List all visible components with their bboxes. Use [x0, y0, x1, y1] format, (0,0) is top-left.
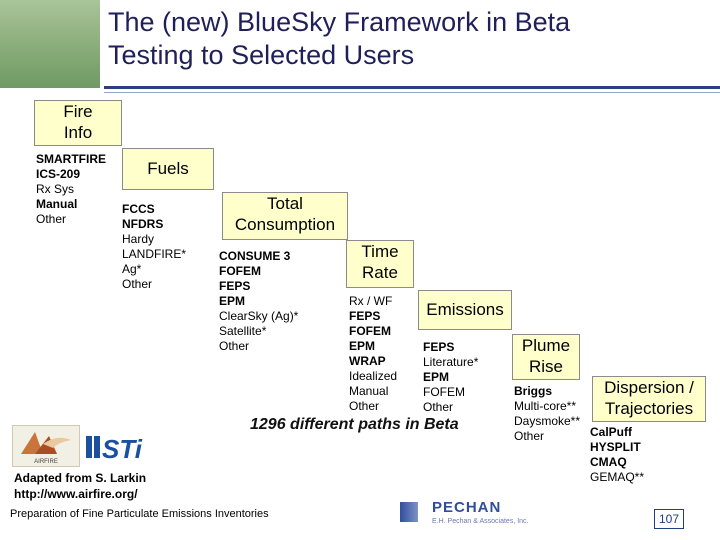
total-consumption-box: Total Consumption [222, 192, 348, 240]
emissions-item: Literature* [423, 355, 479, 369]
airfire-logo-text: AIRFIRE [34, 459, 58, 465]
emissions-item: FOFEM [423, 385, 465, 399]
dispersion-box: Dispersion / Trajectories [592, 376, 706, 422]
time-rate-list: Rx / WF FEPS FOFEM EPM WRAP Idealized Ma… [349, 294, 397, 414]
dispersion-item: HYSPLIT [590, 440, 641, 454]
emissions-item: EPM [423, 370, 450, 384]
fire-info-item: ICS-209 [36, 167, 81, 181]
time-rate-label-1: Time [361, 242, 399, 261]
footer-title: Preparation of Fine Particulate Emission… [10, 508, 269, 520]
title-line-1: The (new) BlueSky Framework in Beta [108, 7, 571, 37]
pechan-mark-icon [400, 502, 418, 522]
fire-info-item: Other [36, 212, 67, 226]
time-rate-item: Other [349, 399, 380, 413]
plume-rise-item: Daysmoke** [514, 414, 581, 428]
plume-rise-label-1: Plume [521, 336, 571, 355]
total-consumption-label-1: Total [267, 194, 303, 213]
fuels-box: Fuels [122, 148, 214, 190]
fire-info-label-2: Info [63, 123, 93, 142]
pechan-logo: PECHAN E.H. Pechan & Associates, Inc. [400, 498, 534, 530]
emissions-list: FEPS Literature* EPM FOFEM Other [423, 340, 478, 415]
consumption-item: FEPS [219, 279, 251, 293]
fire-info-label-1: Fire [63, 102, 93, 121]
plume-rise-item: Briggs [514, 384, 553, 398]
time-rate-box: Time Rate [346, 240, 414, 288]
time-rate-item: Rx / WF [349, 294, 393, 308]
plume-rise-list: Briggs Multi-core** Daysmoke** Other [514, 384, 580, 444]
dispersion-item: CMAQ [590, 455, 627, 469]
fuels-list: FCCS NFDRS Hardy LANDFIRE* Ag* Other [122, 202, 186, 292]
plume-rise-label-2: Rise [528, 357, 563, 376]
fire-info-item: Manual [36, 197, 78, 211]
plume-rise-box: Plume Rise [512, 334, 580, 380]
consumption-item: FOFEM [219, 264, 261, 278]
title-rule-thin [104, 92, 720, 93]
time-rate-item: EPM [349, 339, 376, 353]
credit-line-1: Adapted from S. Larkin [14, 471, 147, 485]
fuels-label: Fuels [147, 159, 189, 178]
fuels-item: Ag* [122, 262, 142, 276]
fuels-item: LANDFIRE* [122, 247, 187, 261]
fire-info-list: SMARTFIRE ICS-209 Rx Sys Manual Other [36, 152, 106, 227]
time-rate-label-2: Rate [362, 263, 398, 282]
dispersion-item: CalPuff [590, 425, 632, 439]
fuels-item: NFDRS [122, 217, 164, 231]
page-number: 107 [654, 509, 684, 529]
total-consumption-label-2: Consumption [234, 215, 336, 234]
airfire-logo: AIRFIRE [12, 425, 80, 467]
fuels-item: FCCS [122, 202, 155, 216]
title-line-2: Testing to Selected Users [108, 40, 415, 70]
emissions-item: FEPS [423, 340, 455, 354]
dispersion-list: CalPuff HYSPLIT CMAQ GEMAQ** [590, 425, 644, 485]
sti-logo: STi [86, 428, 158, 464]
consumption-item: CONSUME 3 [219, 249, 291, 263]
fire-info-box: Fire Info [34, 100, 122, 146]
plume-rise-item: Other [514, 429, 545, 443]
consumption-item: ClearSky (Ag)* [219, 309, 299, 323]
slide-header: The (new) BlueSky Framework in Beta Test… [0, 0, 720, 93]
consumption-item: EPM [219, 294, 246, 308]
consumption-item: Other [219, 339, 250, 353]
fire-info-item: Rx Sys [36, 182, 75, 196]
credit: Adapted from S. Larkin http://www.airfir… [14, 470, 146, 502]
emissions-item: Other [423, 400, 454, 414]
title-rule [104, 86, 720, 89]
pechan-wordmark: PECHAN [432, 499, 502, 516]
time-rate-item: Idealized [349, 369, 398, 383]
credit-link[interactable]: http://www.airfire.org/ [14, 487, 138, 501]
paths-summary: 1296 different paths in Beta [250, 416, 459, 433]
dispersion-item: GEMAQ** [590, 470, 645, 484]
dispersion-label-2: Trajectories [604, 399, 694, 418]
time-rate-item: FOFEM [349, 324, 391, 338]
sti-logo-text: STi [102, 434, 143, 464]
time-rate-item: FEPS [349, 309, 381, 323]
consumption-item: Satellite* [219, 324, 267, 338]
fuels-item: Hardy [122, 232, 155, 246]
time-rate-item: Manual [349, 384, 389, 398]
dispersion-label-1: Dispersion / [604, 378, 694, 397]
fire-info-item: SMARTFIRE [36, 152, 106, 166]
fuels-item: Other [122, 277, 153, 291]
slide-title: The (new) BlueSky Framework in Beta Test… [108, 6, 708, 72]
pechan-subtitle: E.H. Pechan & Associates, Inc. [432, 518, 529, 525]
grass-image [0, 0, 100, 88]
emissions-label: Emissions [426, 300, 504, 319]
emissions-box: Emissions [418, 290, 512, 330]
time-rate-item: WRAP [349, 354, 386, 368]
plume-rise-item: Multi-core** [514, 399, 577, 413]
total-consumption-list: CONSUME 3 FOFEM FEPS EPM ClearSky (Ag)* … [219, 249, 298, 354]
